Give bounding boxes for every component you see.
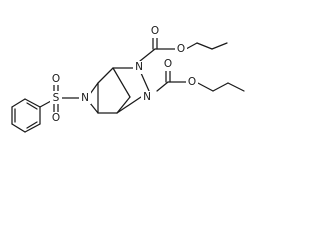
phenyl-bond (11, 98, 26, 108)
aziridine-bond (89, 82, 99, 95)
ring-bond (112, 67, 131, 98)
phenyl-sulfur-bond (39, 100, 52, 108)
ethyl-bond (227, 82, 245, 92)
phenyl-bond (11, 123, 26, 133)
carbonyl-oxygen-atom-label: O (164, 58, 172, 70)
oxygen-atom-label: O (52, 112, 60, 124)
ester-oxygen-atom-label: O (188, 76, 196, 88)
ester-oxygen-atom-label: O (177, 43, 185, 55)
nitrogen-atom-label: N (135, 61, 143, 73)
phenyl-double-bond (26, 102, 38, 110)
ring-bond (97, 67, 114, 84)
oxygen-atom-label: O (52, 73, 60, 85)
phenyl-double-bond (26, 121, 38, 129)
ethyl-bond (212, 82, 229, 92)
phenyl-bond (24, 98, 41, 108)
ethyl-bond (211, 42, 228, 50)
ester-bond (185, 42, 198, 50)
aziridine-nitrogen-atom-label: N (81, 92, 89, 104)
nitrogen-atom-label: N (143, 91, 151, 103)
ester-bond (156, 81, 169, 92)
ethyl-bond (196, 42, 213, 50)
ring-bond (116, 96, 131, 114)
sulfur-atom-label: S (53, 92, 60, 104)
ring-bond (116, 96, 142, 114)
phenyl-bond (24, 123, 41, 133)
aziridine-bond (89, 102, 99, 114)
atom-labels: S O O N N N O O O O (50, 25, 198, 125)
ester-bond (195, 81, 214, 92)
bond-lines (11, 36, 245, 133)
ring-bond (140, 72, 150, 92)
molecule-structure-diagram: S O O N N N O O O O (11, 25, 245, 133)
carbonyl-oxygen-atom-label: O (151, 25, 159, 37)
ester-bond (139, 48, 156, 62)
